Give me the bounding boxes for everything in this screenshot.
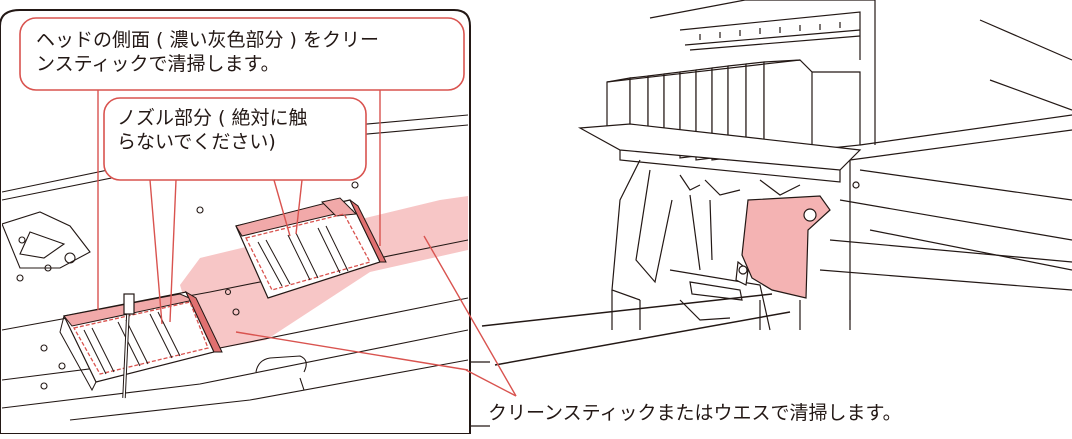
callout-nozzle-line1: ノズル部分 ( 絶対に触 [117, 107, 308, 129]
caption-leader-lines [423, 235, 517, 427]
callout-nozzle-line2: らないでください) [117, 131, 276, 153]
clean-stick [122, 293, 135, 399]
callout-head-side-line2: ンスティックで清掃します。 [36, 53, 280, 75]
zoom-connector-lines [481, 293, 791, 366]
callout-nozzle-balloon [103, 97, 367, 181]
callout-head-side-text: ヘッドの側面 ( 濃い灰色部分 ) をクリー ンスティックで清掃します。 [36, 28, 379, 76]
printer-overview-illustration [577, 0, 1072, 331]
print-head-right [235, 197, 387, 299]
callout-head-side-line1: ヘッドの側面 ( 濃い灰色部分 ) をクリー [36, 29, 379, 51]
callout-leader-lines [97, 90, 468, 371]
print-head-left [59, 290, 223, 392]
callout-nozzle-text: ノズル部分 ( 絶対に触 らないでください) [117, 106, 308, 154]
cleaning-caption: クリーンスティックまたはウエスで清掃します。 [488, 402, 902, 424]
head-highlight-area [741, 195, 831, 299]
callout-head-side-balloon [19, 17, 465, 91]
